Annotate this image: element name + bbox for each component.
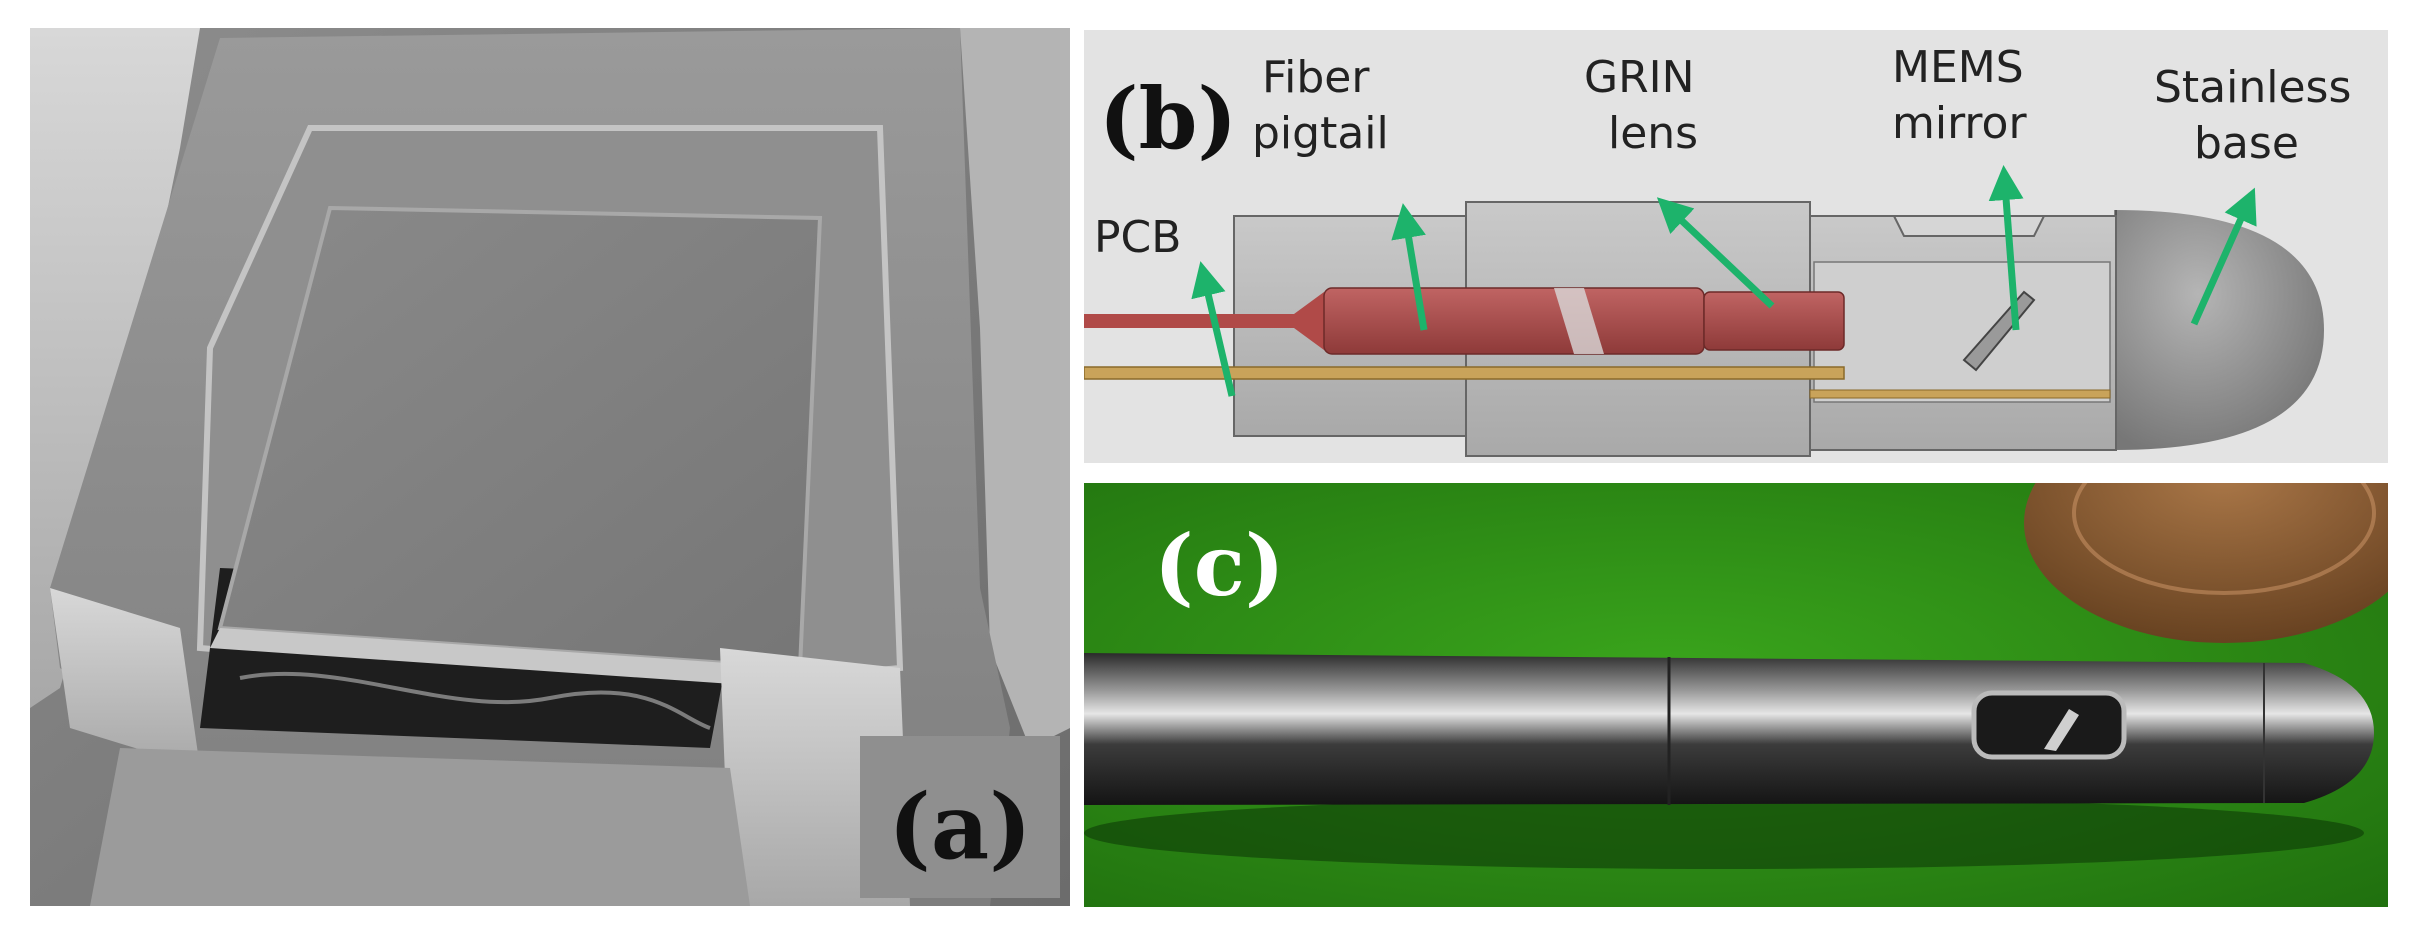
probe-side-window [1971, 690, 2127, 760]
label-stainless-line2: base [2194, 118, 2299, 169]
probe-cross-section: (b) PCB Fiber pigtail GRIN lens MEMS mir… [1084, 30, 2388, 463]
bottom-ledge [90, 748, 750, 906]
pcb-board [1084, 366, 1845, 380]
panel-a-label-box [860, 736, 1060, 898]
window-mirror-glint [2044, 709, 2079, 751]
panel-c-label: (c) [1154, 516, 1285, 615]
ferrule-gap [1554, 288, 1604, 354]
panel-c-probe-photo: (c) [1084, 483, 2388, 907]
panel-b-probe-schematic: (b) PCB Fiber pigtail GRIN lens MEMS mir… [1084, 30, 2388, 463]
label-mems-line2: mirror [1892, 98, 2027, 149]
label-mems-line1: MEMS [1892, 42, 2024, 93]
panel-a-label: (a) [888, 774, 1031, 880]
label-fiber-line2: pigtail [1252, 108, 1389, 159]
actuator-bimorph [239, 671, 711, 730]
rough-right-edge [960, 28, 1070, 748]
arrow-mems-mirror [1988, 165, 2024, 331]
fiber-pigtail-ferrule [1323, 287, 1705, 355]
arrow-fiber-pigtail [1391, 203, 1428, 331]
probe-tube [1084, 653, 2374, 805]
rough-left-block [50, 588, 200, 768]
probe-shadow [1084, 797, 2364, 869]
stainless-cap [2114, 210, 2324, 450]
optical-fiber [1084, 314, 1294, 328]
mirror-window [1892, 215, 2046, 237]
fiber-taper [1294, 292, 1324, 350]
panel-a-sem-image: (a) [30, 28, 1070, 906]
arrow-stainless-base [2190, 187, 2257, 326]
label-grin-line2: lens [1608, 108, 1698, 159]
probe-photograph: (c) [1084, 483, 2388, 907]
arrow-grin-lens [1656, 197, 1775, 309]
sem-mems-mirror-image: (a) [30, 28, 1070, 906]
label-grin-line1: GRIN [1584, 52, 1695, 103]
arrow-pcb [1191, 261, 1236, 397]
panel-b-label-box [1090, 50, 1244, 182]
reference-coin [2024, 483, 2388, 643]
label-stainless-line1: Stainless [2154, 62, 2351, 113]
coin-rim [2072, 483, 2376, 595]
label-pcb: PCB [1094, 212, 1181, 263]
mirror-edge [210, 628, 800, 688]
grin-lens-body [1703, 291, 1845, 351]
panel-b-label: (b) [1099, 69, 1237, 168]
mirror-chamber [1813, 261, 2111, 403]
pcb-board-front [1809, 389, 2111, 399]
label-fiber-line1: Fiber [1262, 52, 1370, 103]
mirror-plate [217, 205, 823, 671]
